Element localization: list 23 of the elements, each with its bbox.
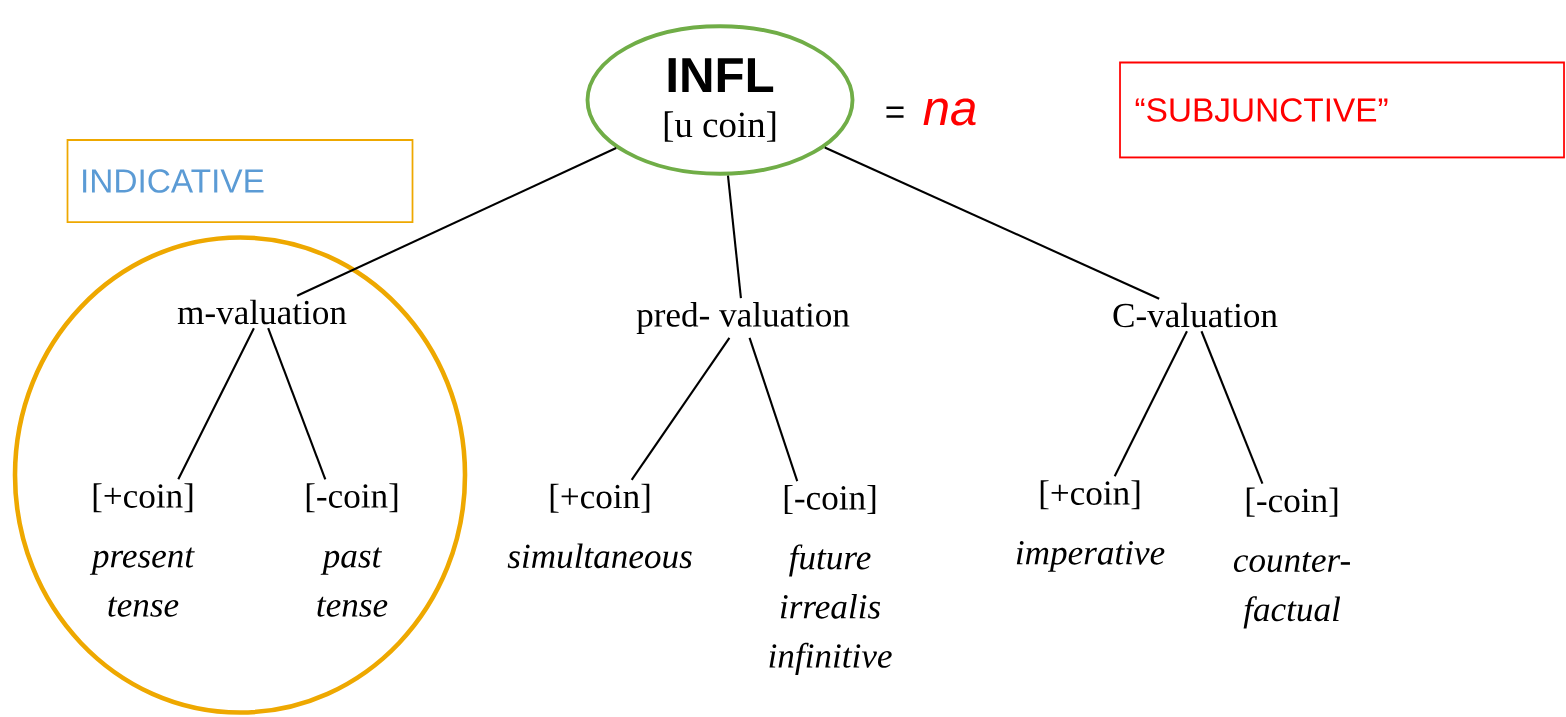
feature-label: [+coin] imperative [1016, 480, 1165, 572]
tree-line [296, 147, 617, 297]
feature-label: [-coin] future irrealis infinitive [769, 485, 892, 675]
tree-label: m-valuation [177, 299, 347, 325]
feature-label: [-coin] counter- factual [1233, 487, 1350, 629]
tree-line [177, 327, 255, 480]
tree-line [824, 146, 1160, 300]
group-ellipse [12, 235, 468, 715]
tree-line [748, 337, 799, 482]
tree-line [267, 327, 327, 480]
tree-line [630, 337, 731, 481]
feature-label: [+coin] simultaneous [507, 483, 692, 569]
tree-line [1113, 330, 1188, 477]
text-label: = [886, 106, 904, 118]
feature-label: [+coin] present tense [89, 483, 195, 617]
mood-box: INDICATIVE [66, 139, 414, 223]
mood-box: “SUBJUNCTIVE” [1119, 61, 1565, 159]
tree-line [726, 175, 742, 299]
text-label: na [923, 98, 976, 126]
tree-line [1200, 330, 1264, 485]
tree-label: pred- valuation [636, 302, 850, 334]
tree-label: C-valuation [1113, 302, 1278, 328]
feature-label: [-coin] past tense [306, 483, 398, 617]
